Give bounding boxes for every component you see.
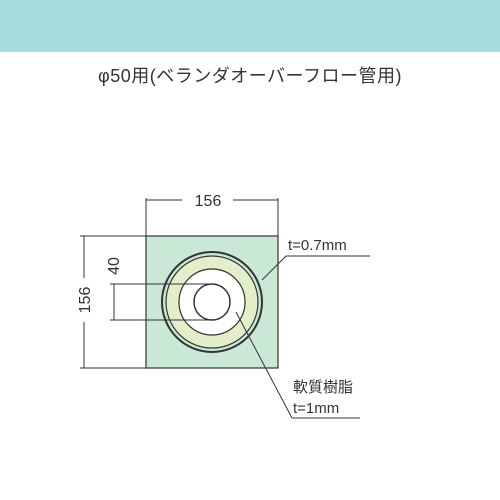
hole-circle — [193, 283, 231, 321]
diagram-caption: φ50用(ベランダオーバーフロー管用) — [98, 66, 402, 86]
outer-ring-dark — [161, 251, 263, 353]
thickness-leader: t=0.7mm — [261, 237, 370, 281]
material-label: 軟質樹脂 — [293, 378, 353, 396]
top-dimension-label: 156 — [195, 193, 222, 210]
top-dimension: 156 — [145, 193, 279, 236]
header-band — [0, 0, 500, 52]
left-dimension-label: 156 — [77, 287, 94, 314]
material-leader: 軟質樹脂 t=1mm — [235, 311, 360, 419]
inner-dimension-label: 40 — [106, 257, 123, 275]
left-dimension: 156 — [77, 235, 146, 369]
inner-dimension: 40 — [106, 257, 212, 321]
thickness-label: t=0.7mm — [288, 237, 347, 254]
material-thickness-label: t=1mm — [293, 400, 339, 417]
